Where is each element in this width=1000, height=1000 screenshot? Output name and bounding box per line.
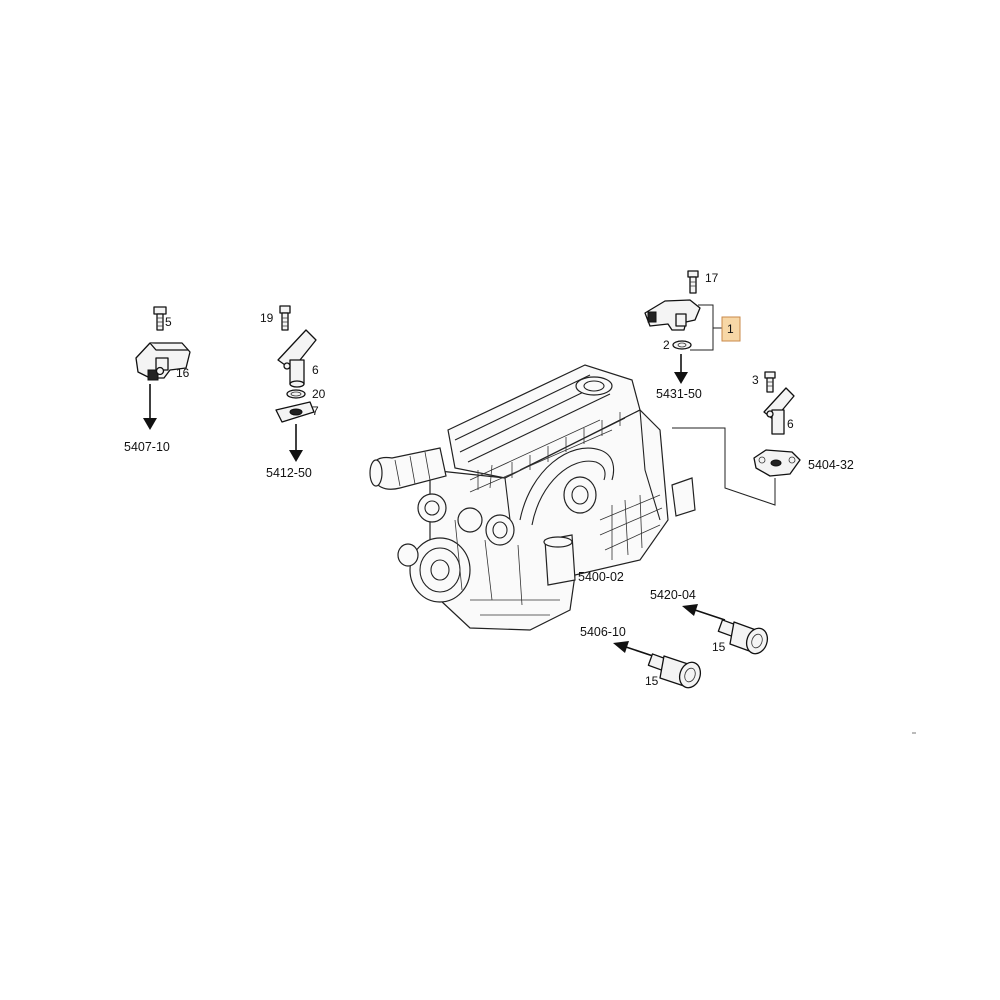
arrow-left-icon [613, 641, 657, 658]
bolt-icon [764, 371, 776, 393]
part-number-label: 20 [312, 387, 326, 401]
threaded-sensor-icon [717, 619, 769, 655]
bolt-icon [153, 306, 167, 331]
speed-sensor-icon [763, 387, 795, 435]
part-number-label: 19 [260, 311, 274, 325]
part-number-label: 15 [645, 674, 659, 688]
reference-label: 5406-10 [580, 625, 626, 639]
threaded-sensor-icon [647, 653, 702, 689]
bolt-icon [687, 270, 699, 294]
reference-label: 5400-02 [578, 570, 624, 584]
washer-icon [672, 340, 692, 350]
bolt-icon [279, 305, 291, 331]
engine-block-illustration [369, 364, 696, 631]
o-ring-icon [286, 389, 306, 399]
part-number-label: 3 [752, 373, 759, 387]
part-number-label: 5 [165, 315, 172, 329]
part-number-label: 16 [176, 366, 190, 380]
sensor-group-5431-50: 17 2 1 5431-50 [644, 270, 741, 401]
sensor-group-5407-10: 5 16 5407-10 [124, 306, 191, 454]
part-number-label: 6 [787, 417, 794, 431]
part-number-label: 7 [312, 404, 319, 418]
sensor-group-5412-50: 19 6 20 7 5412-50 [260, 305, 326, 480]
reference-label: 5420-04 [650, 588, 696, 602]
reference-label: 5404-32 [808, 458, 854, 472]
arrow-down-icon [143, 384, 157, 430]
part-number-label: 15 [712, 640, 726, 654]
sensor-group-5404-32: 3 6 5404-32 [672, 371, 854, 506]
reference-label: 5431-50 [656, 387, 702, 401]
part-number-label: 2 [663, 338, 670, 352]
reference-label: 5407-10 [124, 440, 170, 454]
arrow-down-icon [289, 424, 303, 462]
pressure-sensor-icon [644, 299, 701, 331]
part-number-label: 17 [705, 271, 719, 285]
locator-leader [672, 427, 776, 506]
highlighted-callout[interactable]: 1 [721, 316, 741, 342]
callout-label: 1 [727, 322, 734, 336]
sensor-group-5420-04: 5420-04 15 [650, 588, 769, 655]
arrow-left-icon [682, 604, 726, 621]
reference-label: 5412-50 [266, 466, 312, 480]
arrow-down-icon [674, 354, 688, 384]
part-number-label: 6 [312, 363, 319, 377]
mounting-flange-icon [753, 449, 801, 477]
spacer-plate-icon [275, 401, 315, 423]
sensor-group-5406-10: 5406-10 15 [580, 625, 702, 689]
speed-sensor-icon [277, 329, 317, 388]
map-sensor-icon [135, 342, 191, 381]
